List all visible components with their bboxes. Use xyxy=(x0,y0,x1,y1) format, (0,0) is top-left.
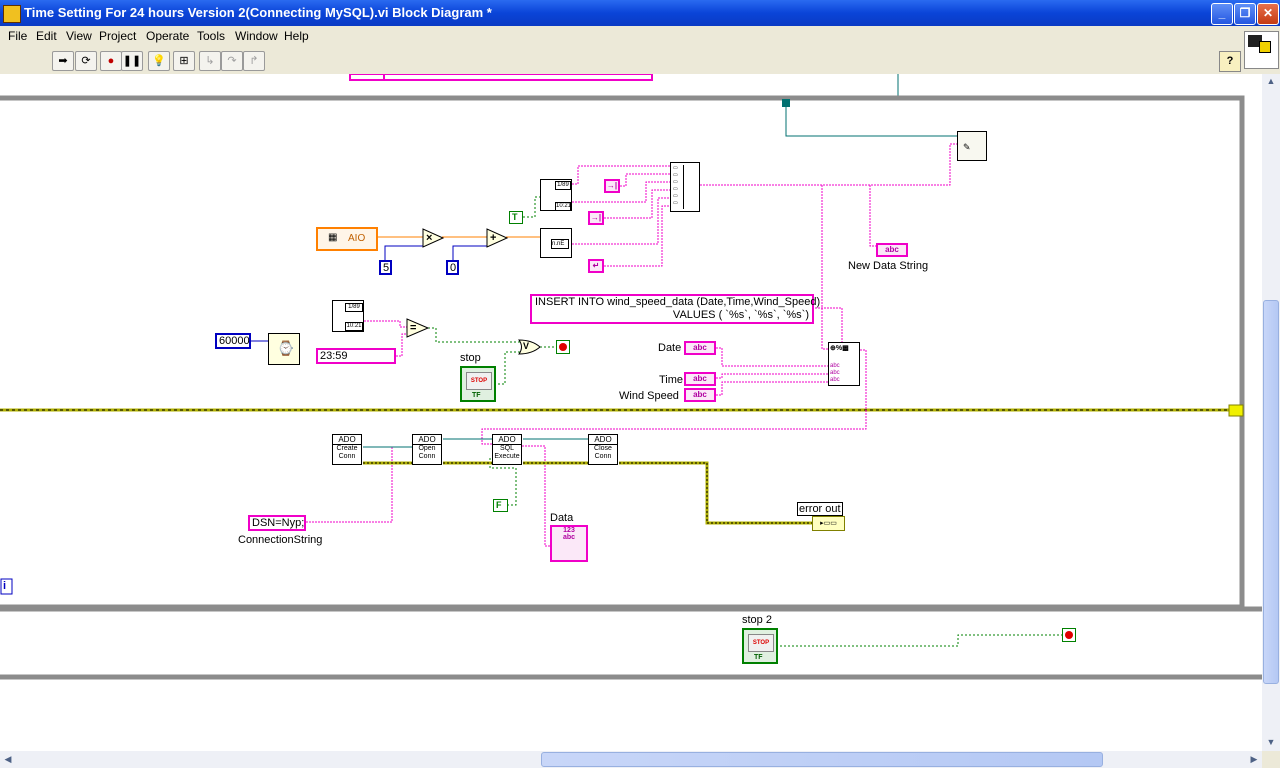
toolbar: ➡ ⟳ ● ❚❚ 💡 ⊞ ↳ ↷ ↱ xyxy=(0,47,1280,75)
sql-line-1: INSERT INTO wind_speed_data (Date,Time,W… xyxy=(535,296,821,308)
vertical-scroll-thumb[interactable] xyxy=(1263,300,1279,684)
vertical-scrollbar[interactable]: ▲ ▼ xyxy=(1262,74,1280,751)
chip-icon: ▦ xyxy=(328,232,338,243)
const-time-string[interactable]: 23:59 xyxy=(316,348,396,364)
menu-edit[interactable]: Edit xyxy=(36,29,57,43)
daq-aio-node[interactable]: ▦ AIO xyxy=(316,227,378,251)
scrollbar-corner xyxy=(1262,751,1280,768)
date-control[interactable]: abc xyxy=(684,341,716,355)
date-label: Date xyxy=(658,342,682,354)
menu-help[interactable]: Help xyxy=(284,29,309,43)
connection-string-label: ConnectionString xyxy=(238,534,323,546)
error-out-label: error out xyxy=(797,502,843,516)
error-out-indicator[interactable]: ▸▭▭ xyxy=(812,516,845,531)
eol-constant[interactable]: ↵ xyxy=(588,259,604,273)
sql-line-2: VALUES ( `%s`, `%s`, `%s`) xyxy=(672,309,809,321)
menu-project[interactable]: Project xyxy=(99,29,137,43)
tab-constant-2[interactable]: →| xyxy=(588,211,604,225)
highlight-execution-icon[interactable]: 💡 xyxy=(148,51,170,71)
stop2-label: stop 2 xyxy=(742,614,772,626)
wind-speed-label: Wind Speed xyxy=(619,390,679,402)
pause-icon[interactable]: ❚❚ xyxy=(121,51,143,71)
equal-node[interactable]: = xyxy=(410,322,417,334)
vi-icon-connector-pane[interactable] xyxy=(1244,31,1279,69)
block-diagram[interactable]: × + = V ▦ AIO 5 0 1/89 10:21 n.nE T →| →… xyxy=(0,74,1262,751)
bool-true-const[interactable]: T xyxy=(509,211,523,224)
minimize-button[interactable]: _ xyxy=(1211,3,1233,25)
wait-ms-node[interactable]: ⌚ xyxy=(268,333,300,365)
scroll-down-arrow-icon[interactable]: ▼ xyxy=(1266,737,1276,747)
horizontal-scroll-thumb[interactable] xyxy=(541,752,1103,767)
concatenate-strings-node[interactable]: ▭▭▭▭▭▭ xyxy=(670,162,700,212)
time-label: Time xyxy=(659,374,684,386)
run-arrow-icon[interactable]: ➡ xyxy=(52,51,74,71)
abort-icon[interactable]: ● xyxy=(100,51,122,71)
sql-insert-string[interactable]: INSERT INTO wind_speed_data (Date,Time,W… xyxy=(530,294,821,324)
labview-app-icon[interactable] xyxy=(3,5,21,23)
dsn-string-const[interactable]: DSN=Nyp; xyxy=(248,515,306,531)
new-data-string-label: New Data String xyxy=(848,260,929,272)
aio-label: AIO xyxy=(348,233,366,244)
const-5[interactable]: 5 xyxy=(379,260,392,275)
wires-layer xyxy=(0,74,1262,680)
horizontal-scrollbar[interactable]: ◀ ▶ xyxy=(0,751,1262,768)
iteration-terminal-label: i xyxy=(3,580,7,592)
new-data-string-indicator[interactable]: abc xyxy=(876,243,908,257)
number-to-string-node[interactable]: n.nE xyxy=(540,228,572,258)
run-continuously-icon[interactable]: ⟳ xyxy=(75,51,97,71)
outer-loop-condition-terminal[interactable] xyxy=(1062,628,1076,642)
write-to-text-file-node[interactable]: ✎ xyxy=(957,131,987,161)
bool-false-const[interactable]: F xyxy=(493,499,508,512)
scroll-up-arrow-icon[interactable]: ▲ xyxy=(1266,76,1276,86)
watch-icon: ⌚ xyxy=(277,340,295,356)
context-help-button[interactable]: ? xyxy=(1219,51,1241,72)
close-button[interactable]: ✕ xyxy=(1257,3,1279,25)
menu-operate[interactable]: Operate xyxy=(146,29,190,43)
get-time-string-node[interactable]: 1/89 10:21 xyxy=(332,300,364,332)
scroll-left-arrow-icon[interactable]: ◀ xyxy=(4,754,12,764)
step-into-icon[interactable]: ↳ xyxy=(199,51,221,71)
stop-label: stop xyxy=(460,352,481,364)
add-node[interactable]: + xyxy=(490,232,497,244)
window-title: Time Setting For 24 hours Version 2(Conn… xyxy=(24,5,492,20)
multiply-node[interactable]: × xyxy=(426,232,433,244)
or-node[interactable]: V xyxy=(523,341,530,351)
data-label: Data xyxy=(550,512,574,524)
menu-view[interactable]: View xyxy=(66,29,92,43)
menu-bar: File Edit View Project Operate Tools Win… xyxy=(0,26,1280,47)
title-bar: Time Setting For 24 hours Version 2(Conn… xyxy=(0,0,1280,26)
step-out-icon[interactable]: ↱ xyxy=(243,51,265,71)
time-control[interactable]: abc xyxy=(684,372,716,386)
menu-file[interactable]: File xyxy=(8,29,28,43)
wind-speed-control[interactable]: abc xyxy=(684,388,716,402)
menu-tools[interactable]: Tools xyxy=(197,29,226,43)
menu-window[interactable]: Window xyxy=(235,29,278,43)
tab-constant[interactable]: →| xyxy=(604,179,620,193)
get-date-time-string-node[interactable]: 1/89 10:21 xyxy=(540,179,572,211)
const-0[interactable]: 0 xyxy=(446,260,459,275)
const-60000[interactable]: 60000 xyxy=(215,333,251,349)
warning-icon xyxy=(1259,41,1271,53)
scroll-right-arrow-icon[interactable]: ▶ xyxy=(1250,754,1258,764)
pencil-icon: ✎ xyxy=(963,142,971,152)
step-over-icon[interactable]: ↷ xyxy=(221,51,243,71)
retain-wire-values-icon[interactable]: ⊞ xyxy=(173,51,195,71)
maximize-button[interactable]: ❐ xyxy=(1234,3,1256,25)
vi-icon xyxy=(1248,35,1262,47)
loop-condition-terminal[interactable] xyxy=(556,340,570,354)
